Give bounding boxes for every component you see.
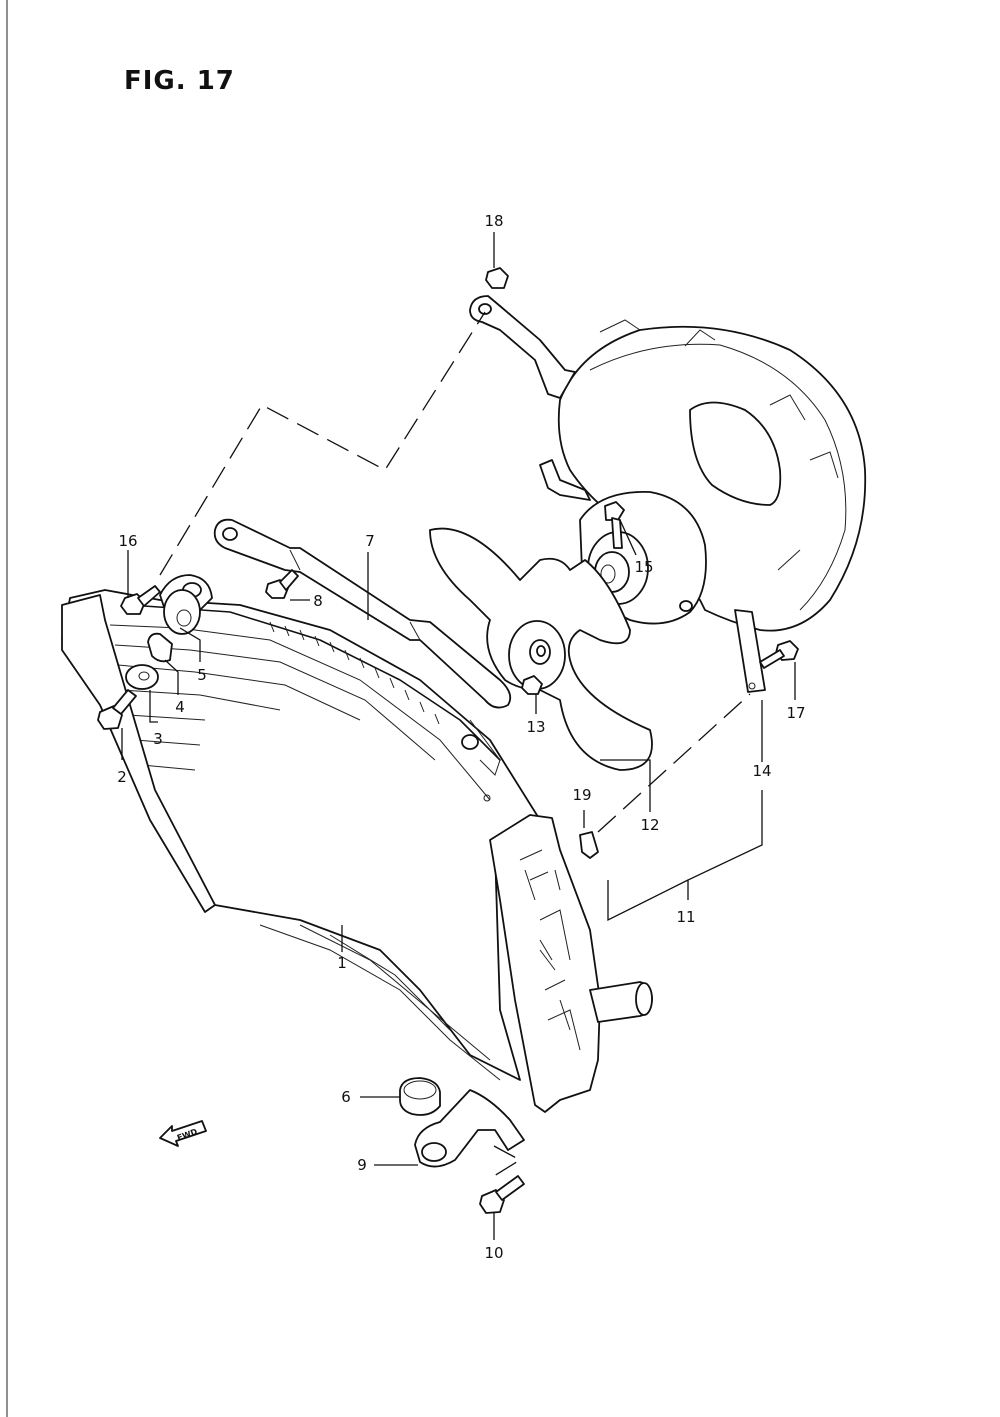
nut-13 — [521, 675, 543, 695]
callout-14: 14 — [752, 762, 771, 780]
callout-18: 18 — [484, 212, 503, 230]
bolt-8 — [265, 569, 299, 599]
callout-6: 6 — [341, 1088, 351, 1106]
leader-lines — [121, 232, 796, 1240]
figure-title: FIG. 17 — [124, 66, 235, 96]
callout-15: 15 — [634, 558, 653, 576]
washer-3 — [125, 664, 159, 690]
callout-8: 8 — [313, 592, 323, 610]
collar-4 — [147, 632, 173, 663]
bolt-2 — [97, 689, 137, 730]
grommet-5 — [163, 589, 201, 635]
bolt-15 — [604, 501, 625, 549]
callout-4: 4 — [175, 698, 185, 716]
callout-16: 16 — [118, 532, 137, 550]
callout-labels: 1 2 3 4 5 6 7 8 9 10 11 12 13 14 15 16 1… — [117, 212, 805, 1262]
mounting-bracket — [213, 518, 512, 709]
bolt-16 — [120, 585, 161, 615]
callout-2: 2 — [117, 768, 127, 786]
callout-1: 1 — [337, 954, 347, 972]
callout-19: 19 — [572, 786, 591, 804]
callout-12: 12 — [640, 816, 659, 834]
forward-arrow-icon: FWD — [159, 1120, 207, 1147]
callout-11: 11 — [676, 908, 695, 926]
callout-5: 5 — [197, 666, 207, 684]
grommet-6 — [399, 1077, 441, 1116]
fan-blade — [429, 527, 653, 771]
callout-13: 13 — [526, 718, 545, 736]
callout-9: 9 — [357, 1156, 367, 1174]
fan-shroud — [469, 295, 867, 693]
callout-10: 10 — [484, 1244, 503, 1262]
callout-17: 17 — [786, 704, 805, 722]
radiator-core — [61, 574, 653, 1113]
nut-18 — [485, 267, 509, 289]
bolt-17 — [759, 640, 799, 669]
callout-7: 7 — [365, 532, 375, 550]
bolt-10 — [479, 1175, 525, 1214]
callout-3: 3 — [153, 730, 163, 748]
lower-bracket-9 — [414, 1089, 525, 1168]
clip-19 — [579, 831, 599, 859]
